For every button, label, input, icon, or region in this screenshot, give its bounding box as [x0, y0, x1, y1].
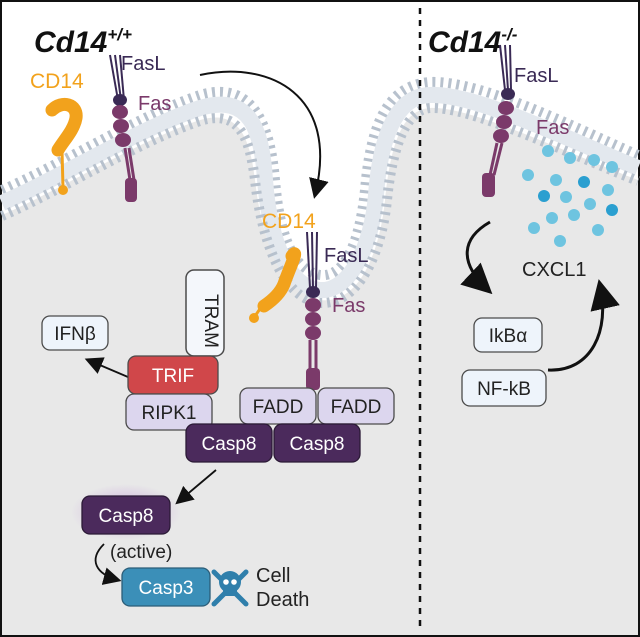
trif-box: TRIF [127, 355, 219, 395]
cd14-protein-top [45, 98, 83, 195]
svg-text:Casp8: Casp8 [99, 506, 154, 527]
skull-crossbones-icon [211, 569, 249, 607]
svg-text:TRIF: TRIF [152, 366, 194, 387]
casp8-box-2: Casp8 [273, 423, 361, 463]
fasl-right-label: FasL [514, 65, 558, 87]
right-title: Cd14-/- [428, 25, 518, 59]
cd14-top-label: CD14 [30, 70, 84, 93]
svg-text:NF-kB: NF-kB [477, 379, 531, 400]
cd14-protein-inner [249, 247, 302, 323]
svg-text:IFNβ: IFNβ [54, 324, 96, 345]
svg-text:Casp3: Casp3 [139, 578, 194, 599]
fas-right-label: Fas [536, 117, 569, 139]
fasl-inner-label: FasL [324, 245, 368, 267]
fadd-box-1: FADD [239, 387, 317, 425]
membrane-band [0, 86, 640, 298]
casp3-box: Casp3 [121, 567, 211, 607]
nfkb-to-cxcl1-arrow [547, 279, 620, 372]
tram-box: TRAM [185, 269, 225, 357]
svg-text:IkBα: IkBα [489, 326, 527, 347]
trif-to-ifnb-arrow [84, 357, 129, 378]
casp8-activation-arrow [175, 469, 217, 505]
fasl-fas-top [109, 54, 137, 202]
fas-signal-arrow [460, 220, 493, 295]
svg-text:Casp8: Casp8 [202, 434, 257, 455]
ripk1-box: RIPK1 [125, 393, 213, 431]
svg-text:Casp8: Casp8 [290, 434, 345, 455]
casp8-box-1: Casp8 [185, 423, 273, 463]
svg-text:FADD: FADD [331, 397, 382, 418]
casp8-to-casp3-arrow [94, 543, 122, 585]
ifnb-box: IFNβ [41, 315, 109, 351]
cd14-inner-label: CD14 [262, 210, 316, 233]
fasl-top-label: FasL [121, 53, 165, 75]
nfkb-box: NF-kB [461, 369, 547, 407]
endocytosis-arrow [199, 70, 329, 199]
fadd-box-2: FADD [317, 387, 395, 425]
fas-top-label: Fas [138, 93, 171, 115]
cxcl1-particles [522, 145, 618, 247]
fasl-fas-inner [305, 231, 321, 390]
active-label: (active) [110, 542, 172, 563]
cell-death-label-2: Death [256, 589, 309, 611]
cell-death-label-1: Cell [256, 565, 290, 587]
svg-text:RIPK1: RIPK1 [142, 403, 197, 424]
casp8-active-box: Casp8 [81, 495, 171, 535]
ikba-box: IkBα [473, 317, 543, 353]
svg-text:FADD: FADD [253, 397, 304, 418]
cxcl1-label: CXCL1 [522, 259, 586, 281]
left-title: Cd14+/+ [34, 25, 132, 59]
svg-text:TRAM: TRAM [200, 294, 221, 348]
fas-inner-label: Fas [332, 295, 365, 317]
fasl-fas-right [482, 44, 515, 197]
membrane-outer [0, 76, 640, 281]
